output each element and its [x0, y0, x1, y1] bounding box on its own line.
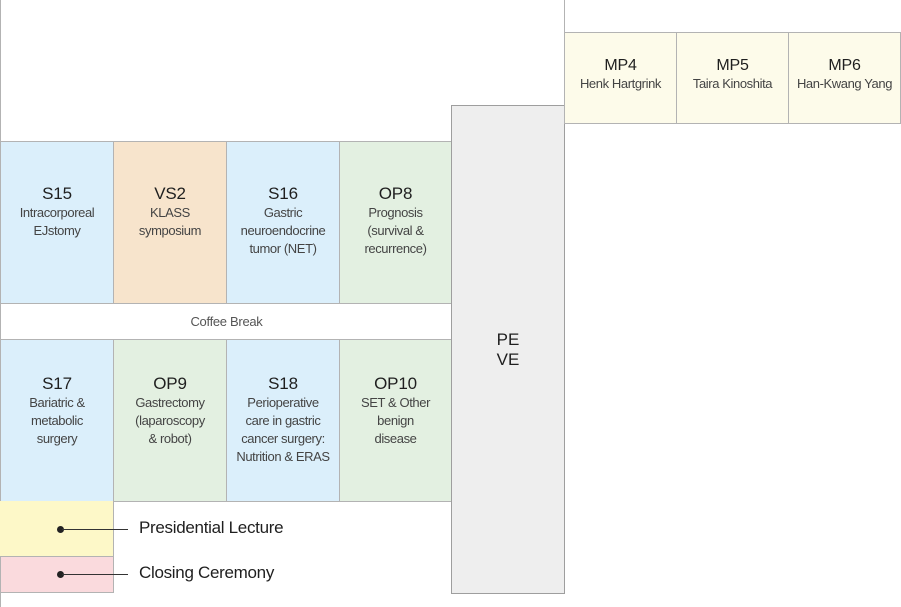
session-desc: Intracorporeal EJstomy [19, 205, 95, 238]
session-desc: Perioperative care in gastric cancer sur… [236, 395, 330, 464]
session-vs2: VS2 KLASS symposium [113, 141, 227, 304]
session-code: OP9 [153, 374, 187, 393]
session-code: OP10 [374, 374, 417, 393]
legend-label-closing-ceremony: Closing Ceremony [139, 563, 275, 582]
session-desc: SET & Other benign disease [360, 395, 431, 446]
session-s16: S16 Gastric neuroendocrine tumor (NET) [226, 141, 340, 304]
session-code: S18 [268, 374, 298, 393]
legend-dot-closing-ceremony [57, 571, 64, 578]
session-code: VS2 [154, 184, 186, 203]
legend-line-presidential-lecture [62, 529, 128, 530]
session-code: S17 [42, 374, 72, 393]
mp-name: Taira Kinoshita [692, 76, 773, 91]
mp-code: MP5 [716, 57, 749, 74]
session-s17: S17 Bariatric & metabolic surgery [0, 339, 114, 502]
pe-ve-line1: PE [496, 329, 520, 349]
session-s18: S18 Perioperative care in gastric cancer… [226, 339, 340, 502]
session-op10: OP10 SET & Other benign disease [339, 339, 452, 502]
pe-ve-line2: VE [496, 349, 520, 369]
mp-mp4: MP4 Henk Hartgrink [564, 32, 677, 124]
mp-code: MP6 [828, 57, 861, 74]
mp-mp6: MP6 Han-Kwang Yang [788, 32, 901, 124]
mp-name: Han-Kwang Yang [796, 76, 893, 91]
session-desc: Gastric neuroendocrine tumor (NET) [240, 205, 326, 256]
session-code: OP8 [378, 184, 413, 203]
mp-code: MP4 [604, 57, 637, 74]
mp-mp5: MP5 Taira Kinoshita [676, 32, 789, 124]
pe-ve-block: PE VE [451, 105, 565, 594]
mp-frame-line [564, 0, 565, 33]
session-desc: Prognosis (survival & recurrence) [364, 205, 427, 256]
session-op8: OP8 Prognosis (survival & recurrence) [339, 141, 452, 304]
legend-dot-presidential-lecture [57, 526, 64, 533]
legend-label-presidential-lecture: Presidential Lecture [139, 518, 284, 537]
session-code: S15 [42, 184, 72, 203]
coffee-break-label: Coffee Break [190, 314, 263, 329]
session-desc: Gastrectomy (laparoscopy & robot) [135, 395, 205, 446]
legend-line-closing-ceremony [62, 574, 128, 575]
session-op9: OP9 Gastrectomy (laparoscopy & robot) [113, 339, 227, 502]
mp-name: Henk Hartgrink [579, 76, 662, 91]
session-desc: KLASS symposium [138, 205, 202, 238]
session-desc: Bariatric & metabolic surgery [29, 395, 85, 446]
session-s15: S15 Intracorporeal EJstomy [0, 141, 114, 304]
session-code: S16 [268, 184, 298, 203]
coffee-break: Coffee Break [0, 303, 452, 340]
